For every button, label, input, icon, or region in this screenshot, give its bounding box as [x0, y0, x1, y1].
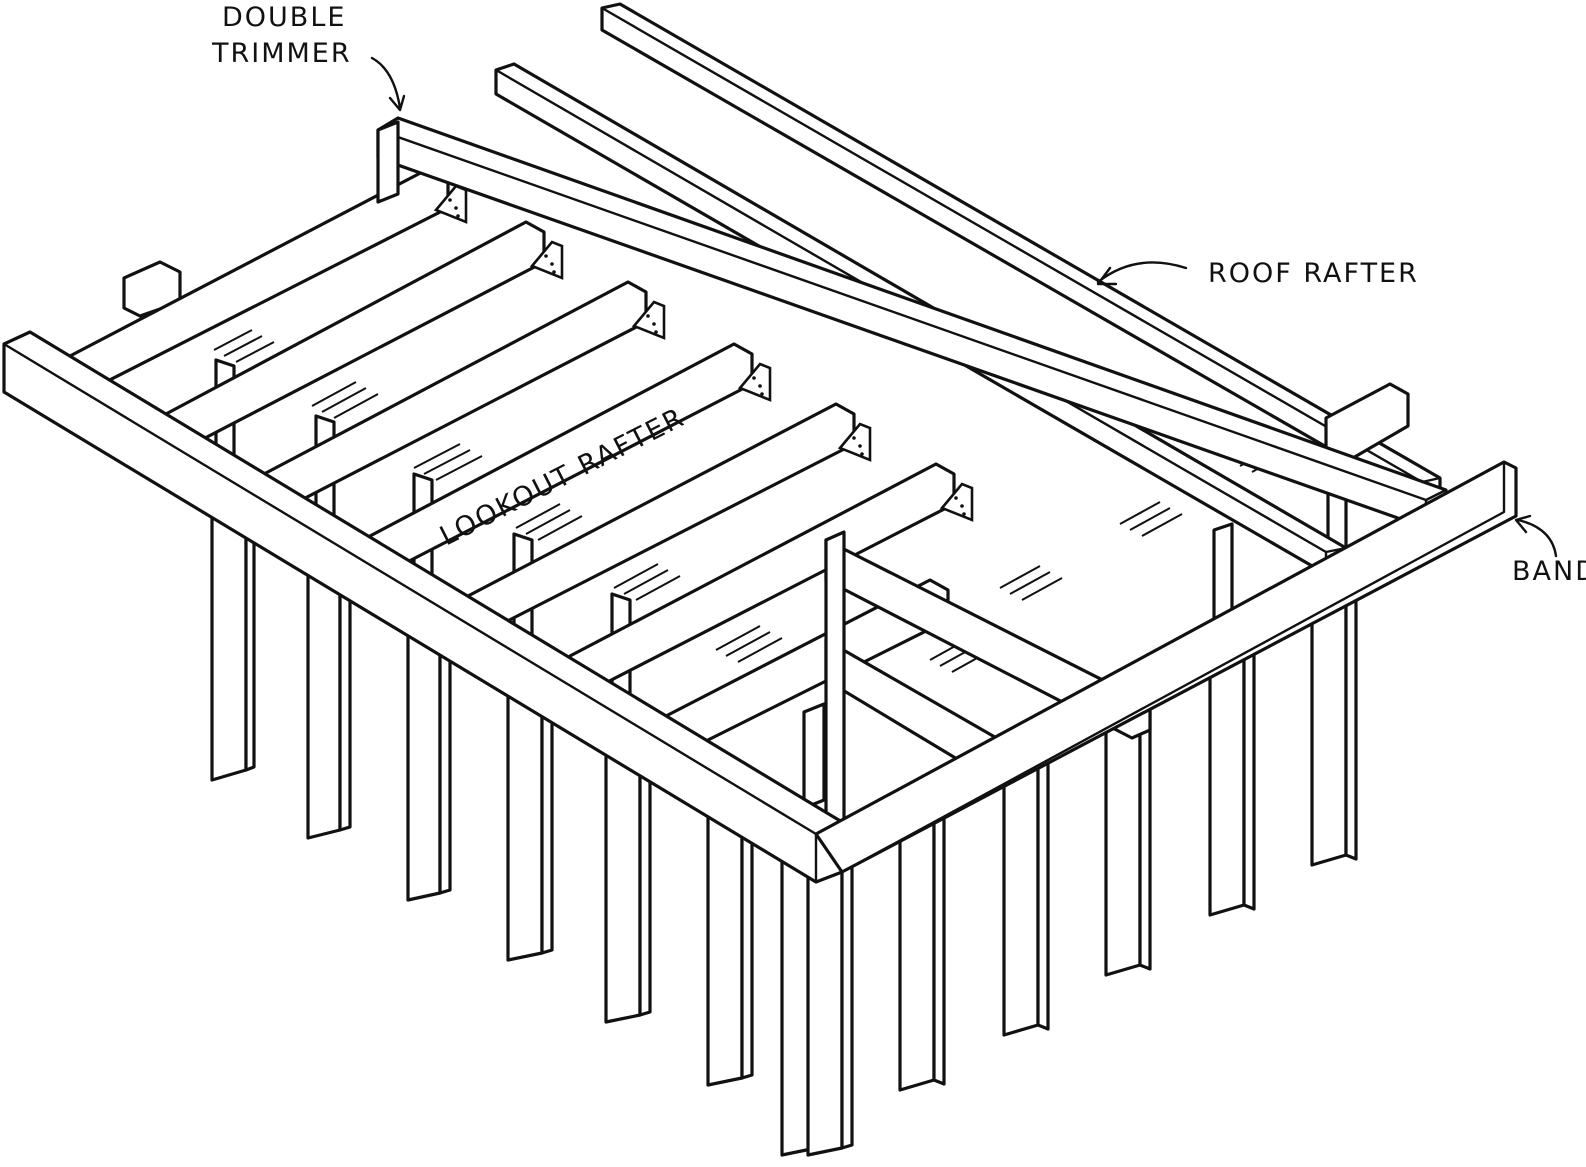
label-double: DOUBLE — [222, 2, 346, 33]
stud — [306, 558, 342, 840]
label-trimmer: TRIMMER — [211, 38, 352, 69]
hanger-icon — [737, 362, 772, 402]
arrow-icon — [1514, 514, 1558, 558]
label-band: BAND — [1512, 556, 1586, 587]
stud — [1242, 628, 1256, 911]
stud — [706, 798, 744, 1087]
stud — [802, 702, 826, 810]
label-roof-rafter: ROOF RAFTER — [1208, 258, 1419, 289]
joist-hangers — [433, 184, 974, 522]
arrow-icon — [370, 56, 406, 112]
stud — [1002, 748, 1040, 1037]
stud — [1344, 568, 1358, 861]
stud — [406, 616, 442, 902]
stud — [338, 568, 352, 832]
hanger-icon — [529, 240, 564, 280]
hanger-icon — [631, 300, 666, 340]
hanger-icon — [939, 482, 974, 522]
lookout-rafter — [368, 342, 754, 574]
double-trimmer-end — [376, 120, 400, 204]
stud — [1036, 748, 1050, 1031]
stud — [540, 688, 554, 955]
hanger-icon — [837, 422, 872, 462]
stud — [932, 808, 946, 1086]
stud — [438, 626, 452, 895]
stud — [506, 678, 544, 962]
stud — [840, 864, 854, 1150]
band-right — [814, 460, 1518, 874]
corner-lookout — [824, 530, 846, 840]
stud — [244, 509, 256, 772]
arrow-icon — [1096, 261, 1188, 286]
lookout-rafters — [68, 166, 1152, 840]
stud — [806, 858, 844, 1157]
stud — [898, 808, 936, 1092]
stud — [740, 808, 754, 1080]
stud — [210, 498, 248, 782]
stud — [604, 736, 642, 1024]
stud — [638, 746, 652, 1017]
band — [2, 330, 1518, 884]
